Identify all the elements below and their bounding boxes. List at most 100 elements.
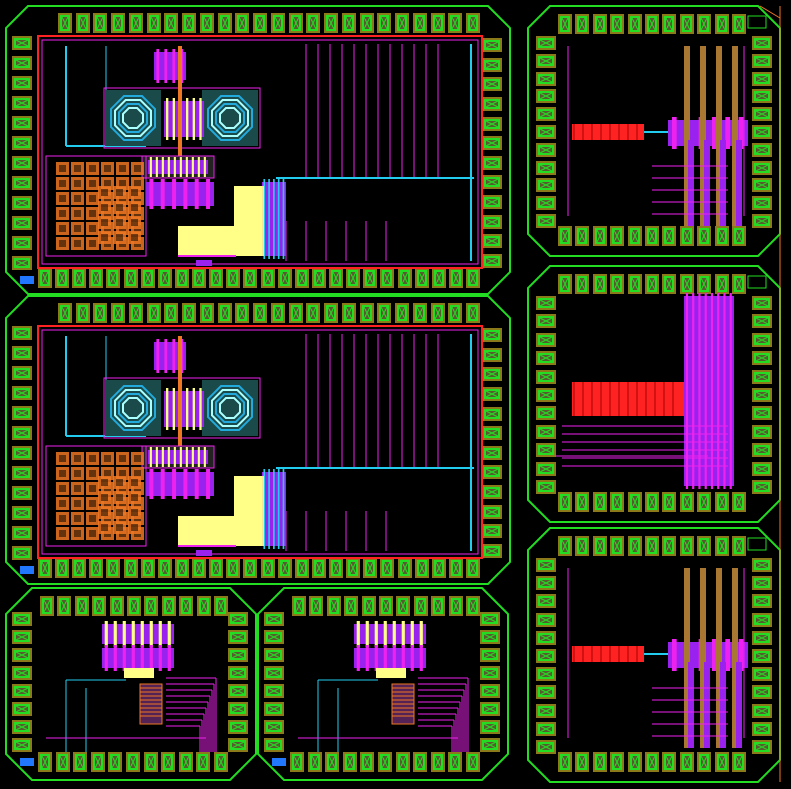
- pad-hatch: [631, 277, 639, 291]
- transistor-finger: [738, 117, 744, 149]
- pad-hatch: [231, 723, 245, 731]
- transistor-finger: [194, 469, 199, 499]
- pad-hatch: [383, 561, 391, 575]
- bond-pad-icon: [697, 226, 711, 246]
- bond-pad-icon: [89, 558, 103, 578]
- pad-hatch: [311, 755, 319, 769]
- transistor-finger: [203, 157, 206, 177]
- pad-hatch: [578, 277, 586, 291]
- pad-hatch: [15, 741, 29, 749]
- pad-hatch: [700, 539, 708, 553]
- bond-pad-icon: [752, 704, 772, 718]
- pad-hatch: [267, 705, 281, 713]
- capacitor-cell-core: [89, 530, 96, 537]
- bond-pad-icon: [482, 234, 502, 248]
- pad-hatch: [309, 16, 317, 30]
- transistor-finger: [104, 621, 108, 647]
- bond-pad-icon: [449, 558, 463, 578]
- bond-pad-icon: [292, 596, 306, 616]
- pad-hatch: [755, 483, 769, 491]
- bond-pad-icon: [379, 596, 393, 616]
- capacitor-cell-core: [89, 180, 96, 187]
- block-boundary: [257, 587, 509, 781]
- bond-pad-icon: [12, 486, 32, 500]
- bond-pad-icon: [214, 596, 228, 616]
- pad-hatch: [434, 599, 442, 613]
- pad-hatch: [485, 80, 499, 88]
- pad-hatch: [366, 561, 374, 575]
- bond-pad-icon: [593, 274, 607, 294]
- bond-pad-icon: [628, 14, 642, 34]
- transistor-finger: [164, 49, 168, 83]
- pad-hatch: [41, 755, 49, 769]
- bond-pad-icon: [413, 752, 427, 772]
- capacitor-cell-core: [59, 455, 66, 462]
- pad-hatch: [15, 409, 29, 417]
- transistor-finger: [383, 621, 387, 647]
- pad-hatch: [755, 164, 769, 172]
- transistor-finger: [277, 179, 280, 259]
- pad-hatch: [485, 351, 499, 359]
- pad-hatch: [15, 705, 29, 713]
- pad-hatch: [469, 271, 477, 285]
- bond-pad-icon: [680, 274, 694, 294]
- bond-pad-icon: [363, 558, 377, 578]
- transistor-finger: [167, 447, 170, 467]
- pad-hatch: [347, 599, 355, 613]
- transistor-finger: [419, 645, 423, 671]
- capacitor-cell-core: [59, 500, 66, 507]
- transistor-finger: [712, 639, 717, 671]
- bond-pad-icon: [111, 303, 125, 323]
- pad-hatch: [755, 110, 769, 118]
- bond-pad-icon: [482, 136, 502, 150]
- capacitor-cell-core: [101, 189, 108, 196]
- pad-hatch: [451, 16, 459, 30]
- pad-hatch: [185, 306, 193, 320]
- pad-hatch: [452, 271, 460, 285]
- pad-hatch: [613, 17, 621, 31]
- bond-pad-icon: [12, 116, 32, 130]
- pad-hatch: [539, 373, 553, 381]
- capacitor-cell-core: [74, 225, 81, 232]
- pad-hatch: [231, 615, 245, 623]
- pad-hatch: [596, 539, 604, 553]
- pad-hatch: [578, 229, 586, 243]
- bond-pad-icon: [58, 303, 72, 323]
- bond-pad-icon: [182, 13, 196, 33]
- block-f: [527, 265, 781, 523]
- bond-pad-icon: [415, 558, 429, 578]
- bond-pad-icon: [377, 13, 391, 33]
- inductor-turn: [219, 107, 241, 129]
- transistor-finger: [273, 469, 275, 549]
- capacitor-cell-core: [134, 470, 141, 477]
- bond-pad-icon: [378, 752, 392, 772]
- inner-frame: [41, 39, 479, 265]
- pad-hatch: [267, 669, 281, 677]
- pad-hatch: [95, 599, 103, 613]
- marker: [747, 15, 767, 29]
- pad-hatch: [718, 539, 726, 553]
- pad-hatch: [483, 741, 497, 749]
- pad-hatch: [61, 16, 69, 30]
- pad-hatch: [485, 139, 499, 147]
- transistor-body: [102, 624, 174, 644]
- block-c: [5, 587, 257, 781]
- bond-pad-icon: [264, 648, 284, 662]
- transistor-finger: [186, 98, 189, 140]
- capacitor-cell-core: [74, 195, 81, 202]
- bond-pad-icon: [593, 492, 607, 512]
- bond-pad-icon: [218, 13, 232, 33]
- transistor-finger: [672, 117, 677, 149]
- transistor-finger: [179, 447, 182, 467]
- bond-pad-icon: [55, 268, 69, 288]
- bond-pad-icon: [228, 738, 248, 752]
- drain-strap: [732, 568, 738, 748]
- bond-pad-icon: [610, 492, 624, 512]
- pad-hatch: [735, 755, 743, 769]
- capacitor-cell-core: [59, 485, 66, 492]
- bond-pad-icon: [175, 558, 189, 578]
- transistor-finger: [725, 117, 730, 149]
- pad-hatch: [330, 599, 338, 613]
- capacitor-cell-core: [89, 195, 96, 202]
- pad-hatch: [539, 725, 553, 733]
